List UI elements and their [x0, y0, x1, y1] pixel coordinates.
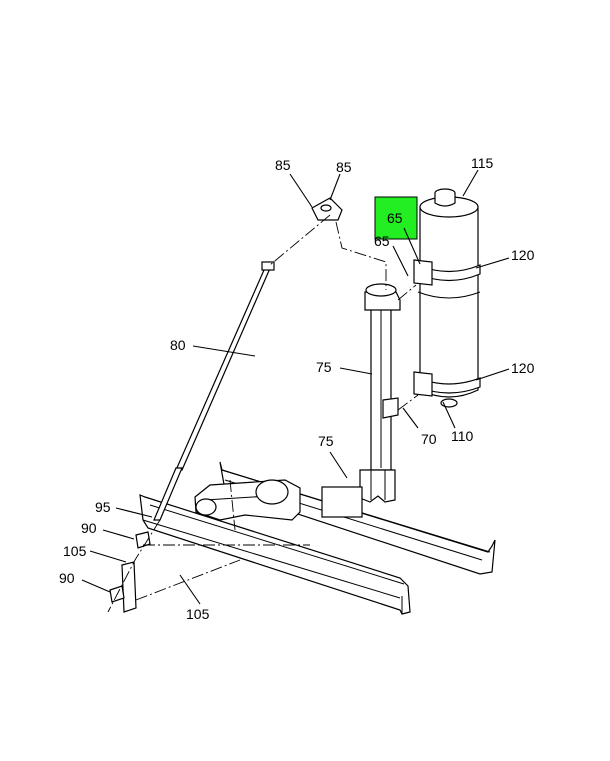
callout-75-lower: 75	[318, 433, 334, 449]
leader-lines	[81, 169, 510, 605]
end-bracket	[109, 531, 151, 613]
callout-105-upper: 105	[63, 543, 87, 559]
callout-80: 80	[170, 337, 186, 353]
callout-90-lower: 90	[59, 570, 75, 586]
callout-115: 115	[471, 155, 494, 171]
callout-105-lower: 105	[186, 606, 210, 622]
callout-65-highlighted: 65	[387, 210, 403, 226]
frame-rails	[139, 461, 496, 615]
callout-65: 65	[374, 233, 390, 249]
callout-labels: 85 85 115 65 65 120 80 75 120 70 110 75 …	[59, 155, 535, 622]
callout-85-right: 85	[336, 159, 352, 175]
callout-85-left: 85	[275, 157, 291, 173]
callout-75-upper: 75	[316, 359, 332, 375]
callout-120-top: 120	[511, 247, 535, 263]
pipe-stack	[321, 283, 401, 518]
callout-120-bottom: 120	[511, 360, 535, 376]
highlight-box	[374, 196, 418, 240]
callout-90-upper: 90	[81, 520, 97, 536]
callout-95: 95	[95, 499, 111, 515]
callout-110: 110	[451, 428, 474, 444]
muffler	[413, 188, 481, 408]
callout-70: 70	[421, 431, 437, 447]
stay-rod	[153, 197, 343, 521]
phantom-lines	[107, 214, 419, 613]
